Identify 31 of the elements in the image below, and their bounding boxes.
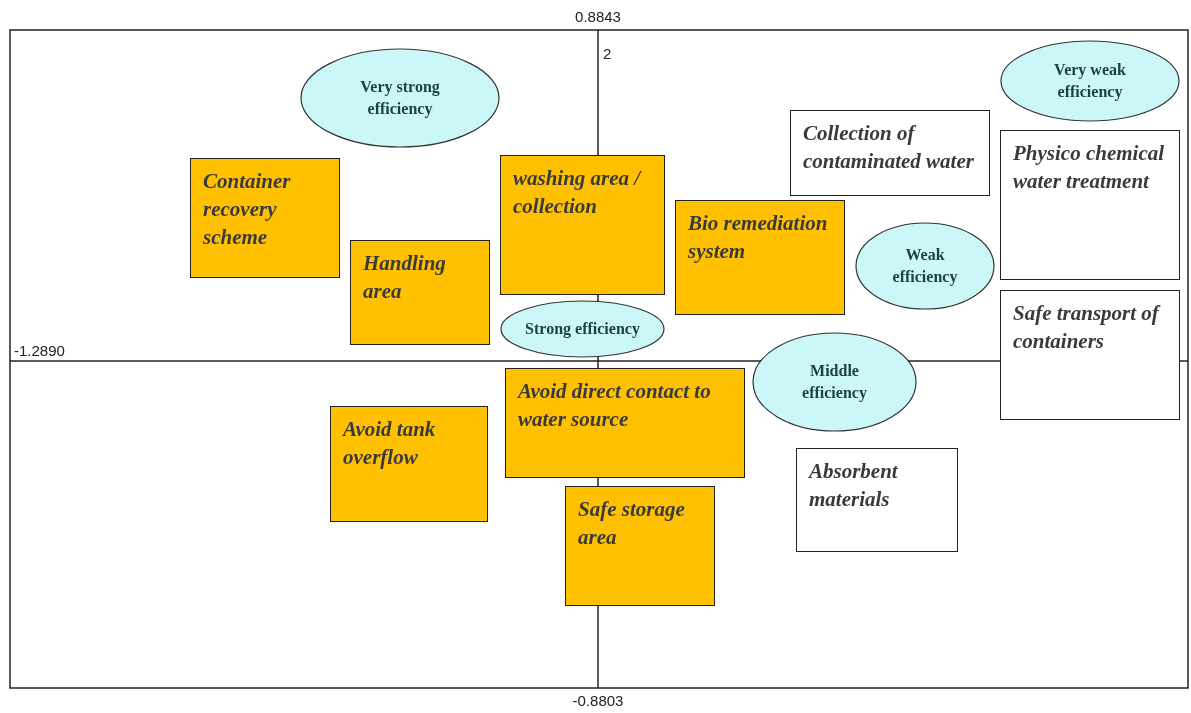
category-box: [565, 486, 715, 606]
category-label: Absorbent materials: [809, 459, 898, 511]
category-label: Weak efficiency: [891, 245, 959, 288]
axis-value: 2: [603, 45, 612, 62]
category-label: washing area / collection: [513, 166, 641, 218]
category-box: [1000, 290, 1180, 420]
axis-value: -1.2890: [14, 342, 65, 359]
axis-value: 0.8843: [575, 8, 621, 25]
category-label: Avoid direct contact to water source: [518, 379, 711, 431]
category-label: Container recovery scheme: [203, 169, 291, 249]
category-box: [1000, 130, 1180, 280]
category-label: Bio remediation system: [688, 211, 828, 263]
category-label: Safe storage area: [578, 497, 685, 549]
category-box: [675, 200, 845, 315]
category-label: Safe transport of containers: [1013, 301, 1159, 353]
category-box: [500, 155, 665, 295]
category-box: [190, 158, 340, 278]
category-label: Strong efficiency: [525, 319, 640, 340]
category-box: [350, 240, 490, 345]
category-label: Physico chemical water treatment: [1013, 141, 1165, 193]
category-label: Very weak efficiency: [1053, 60, 1127, 103]
category-label: Handling area: [363, 251, 446, 303]
category-box: [330, 406, 488, 522]
axis-value: -0.8803: [572, 692, 624, 709]
category-label: Avoid tank overflow: [343, 417, 436, 469]
category-box: [505, 368, 745, 478]
category-label: Collection of contaminated water: [803, 121, 974, 173]
category-box: [790, 110, 990, 196]
category-label: Very strong efficiency: [359, 77, 441, 120]
category-box: [796, 448, 958, 552]
category-label: Middle efficiency: [801, 361, 868, 404]
